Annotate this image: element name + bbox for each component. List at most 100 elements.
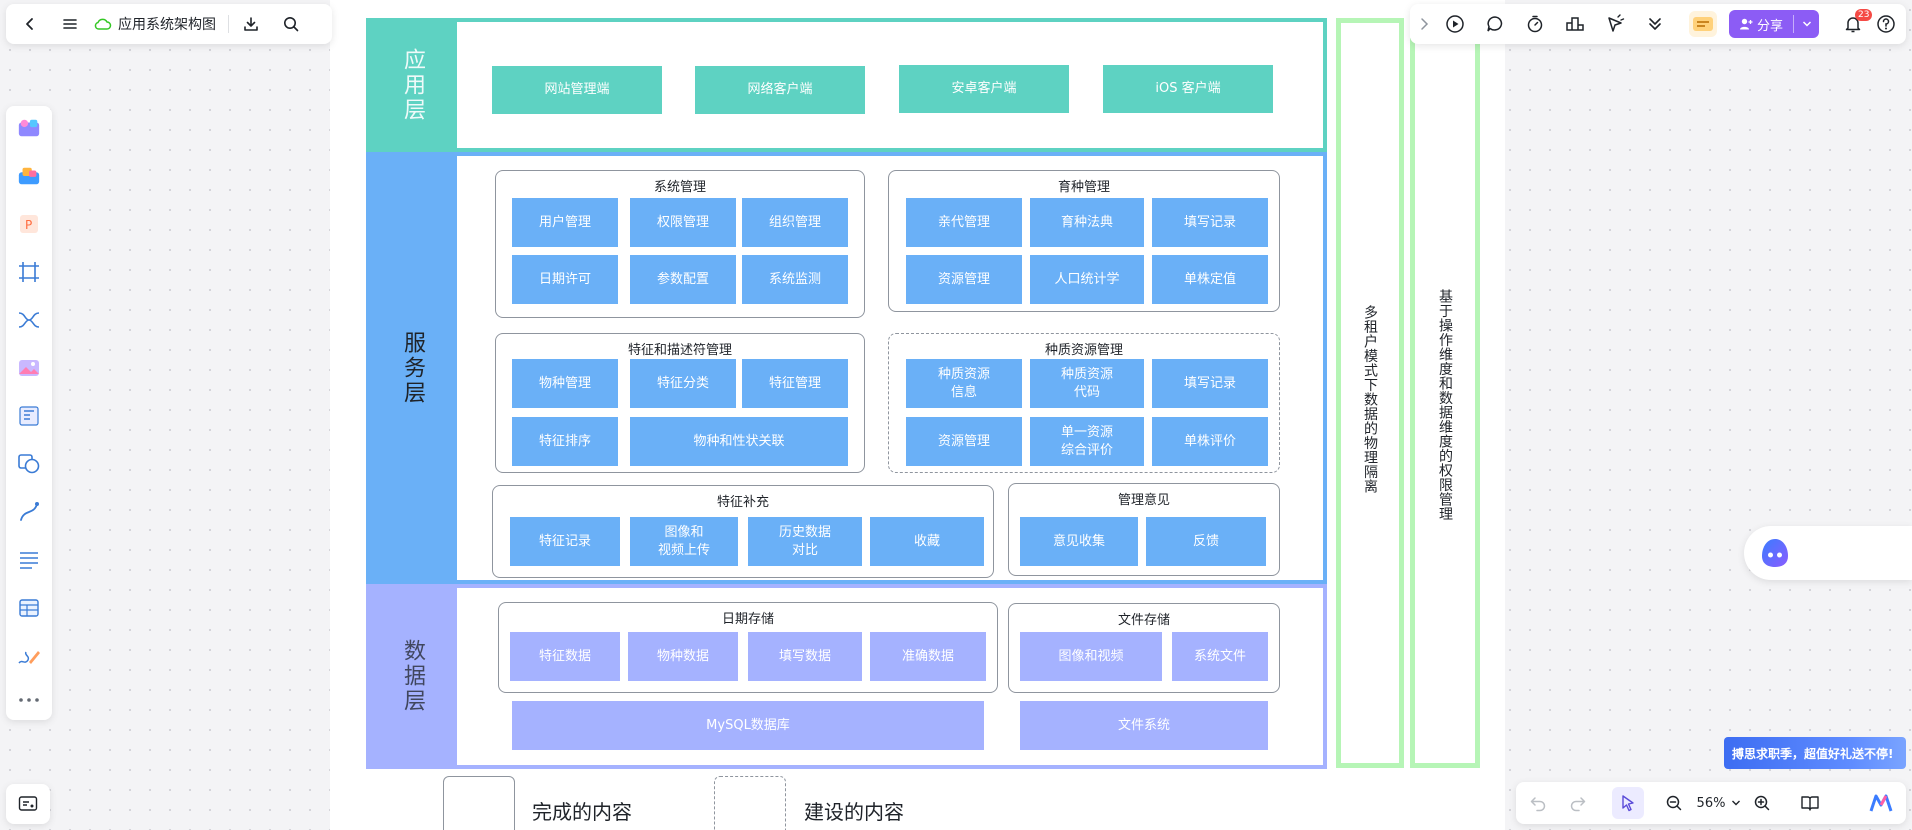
rail-document[interactable]	[17, 404, 41, 428]
svc-germplasm-info[interactable]: 种质资源 信息	[906, 359, 1022, 408]
svc-breeding-code[interactable]: 育种法典	[1030, 198, 1144, 247]
rail-pen[interactable]	[17, 644, 41, 668]
svc-trait-classification[interactable]: 特征分类	[630, 359, 736, 408]
svc-org-management[interactable]: 组织管理	[742, 198, 848, 247]
ai-assistant-float[interactable]	[1744, 526, 1912, 580]
svc-germplasm-fill-records[interactable]: 填写记录	[1152, 359, 1268, 408]
rail-templates[interactable]	[17, 116, 41, 140]
rail-sticky-note[interactable]: P	[17, 212, 41, 236]
present-button[interactable]	[1445, 14, 1465, 34]
svc-germplasm-resource-management[interactable]: 资源管理	[906, 417, 1022, 466]
help-button[interactable]	[1876, 14, 1896, 34]
svc-param-config[interactable]: 参数配置	[630, 255, 736, 304]
group-title-germplasm: 种质资源管理	[1044, 343, 1123, 358]
zoom-in-button[interactable]	[1750, 793, 1774, 813]
legend-swatch-building[interactable]	[714, 776, 786, 830]
search-icon	[284, 17, 299, 32]
svc-species-management[interactable]: 物种管理	[512, 359, 618, 408]
document-title-area[interactable]: 应用系统架构图	[94, 14, 216, 34]
svc-system-monitor[interactable]: 系统监测	[742, 255, 848, 304]
app-item-android-client[interactable]: 安卓客户端	[899, 65, 1069, 113]
svc-date-license[interactable]: 日期许可	[512, 255, 618, 304]
share-main-button[interactable]: 分享	[1729, 15, 1793, 34]
side-text-permission: 基于操作维度和数据维度的权限管理	[1437, 289, 1453, 521]
app-logo-button[interactable]	[1868, 793, 1894, 813]
zoom-out-button[interactable]	[1662, 793, 1686, 813]
search-button[interactable]	[275, 8, 307, 40]
promo-banner[interactable]: 搏思求职季，超值好礼送不停!	[1724, 737, 1906, 769]
svc-trait-management[interactable]: 特征管理	[742, 359, 848, 408]
dat-file-system[interactable]: 文件系统	[1020, 701, 1268, 750]
comment-button[interactable]	[1485, 14, 1505, 34]
reading-mode-button[interactable]	[1798, 793, 1822, 813]
select-tool-button[interactable]	[1612, 787, 1644, 819]
svc-permission-management[interactable]: 权限管理	[630, 198, 736, 247]
more-tools-button[interactable]	[1645, 14, 1665, 34]
dat-system-files[interactable]: 系统文件	[1172, 632, 1268, 681]
svc-feedback[interactable]: 反馈	[1146, 517, 1266, 566]
svc-history-comparison[interactable]: 历史数据 对比	[748, 517, 862, 566]
app-item-web-client[interactable]: 网络客户端	[695, 66, 865, 114]
dat-species-data[interactable]: 物种数据	[628, 632, 738, 681]
share-dropdown-button[interactable]	[1794, 20, 1819, 28]
side-column-tenant-isolation[interactable]: 多租户模式下数据的物理隔离	[1336, 18, 1404, 768]
download-button[interactable]	[235, 8, 267, 40]
svc-parent-management[interactable]: 亲代管理	[906, 198, 1022, 247]
template-card-icon	[1693, 17, 1713, 31]
collapse-toolbar-button[interactable]	[1414, 14, 1434, 34]
app-logo-icon	[1869, 794, 1893, 812]
laser-pointer-button[interactable]	[1605, 14, 1625, 34]
share-button[interactable]: 分享	[1729, 10, 1819, 38]
rail-mindmap[interactable]	[17, 308, 41, 332]
document-title[interactable]: 应用系统架构图	[118, 17, 216, 33]
text-block-icon	[20, 552, 38, 569]
rail-more[interactable]	[17, 688, 41, 712]
minimap-toggle-button[interactable]	[6, 784, 50, 824]
dat-trait-data[interactable]: 特征数据	[510, 632, 620, 681]
svc-trait-sorting[interactable]: 特征排序	[512, 417, 618, 466]
template-center-button[interactable]	[1689, 11, 1717, 37]
rail-table[interactable]	[17, 596, 41, 620]
svc-single-plant-value[interactable]: 单株定值	[1152, 255, 1268, 304]
layer-band-app[interactable]: 应用层	[366, 18, 458, 152]
rail-shapes-library[interactable]	[17, 164, 41, 188]
dat-accurate-data[interactable]: 准确数据	[870, 632, 986, 681]
svc-opinion-collection[interactable]: 意见收集	[1020, 517, 1138, 566]
undo-button[interactable]	[1526, 793, 1550, 813]
rail-text[interactable]	[17, 548, 41, 572]
svc-favorites[interactable]: 收藏	[870, 517, 984, 566]
app-item-web-admin[interactable]: 网站管理端	[492, 66, 662, 114]
vote-button[interactable]	[1565, 14, 1585, 34]
dat-fill-data[interactable]: 填写数据	[748, 632, 862, 681]
app-item-ios-client[interactable]: iOS 客户端	[1103, 65, 1273, 113]
dat-images-videos[interactable]: 图像和视频	[1020, 632, 1162, 681]
rail-image[interactable]	[17, 356, 41, 380]
svc-demographics[interactable]: 人口统计学	[1030, 255, 1144, 304]
svc-germplasm-code[interactable]: 种质资源 代码	[1030, 359, 1144, 408]
legend-swatch-done[interactable]	[443, 776, 515, 830]
dat-mysql-database[interactable]: MySQL数据库	[512, 701, 984, 750]
layer-band-service[interactable]: 服务层	[366, 152, 458, 584]
frame-icon	[19, 262, 39, 282]
zoom-level-select[interactable]: 56%	[1694, 793, 1744, 813]
svc-species-trait-link[interactable]: 物种和性状关联	[630, 417, 848, 466]
svc-user-management[interactable]: 用户管理	[512, 198, 618, 247]
stopwatch-icon	[1527, 15, 1543, 33]
svc-trait-records[interactable]: 特征记录	[510, 517, 620, 566]
svc-single-resource-evaluation[interactable]: 单一资源 综合评价	[1030, 417, 1144, 466]
layer-band-data[interactable]: 数据层	[366, 584, 458, 769]
rail-frame[interactable]	[17, 260, 41, 284]
redo-button[interactable]	[1566, 793, 1590, 813]
svc-single-plant-evaluation[interactable]: 单株评价	[1152, 417, 1268, 466]
shape-icon	[18, 454, 40, 474]
rail-shape[interactable]	[17, 452, 41, 476]
svc-image-video-upload[interactable]: 图像和 视频上传	[630, 517, 738, 566]
whiteboard-canvas[interactable]: 应用层 网站管理端 网络客户端 安卓客户端 iOS 客户端 服务层 系统管理 用…	[330, 0, 1505, 830]
rail-connector[interactable]	[17, 500, 41, 524]
svc-fill-records[interactable]: 填写记录	[1152, 198, 1268, 247]
side-column-permission[interactable]: 基于操作维度和数据维度的权限管理	[1410, 38, 1480, 768]
menu-button[interactable]	[54, 8, 86, 40]
svc-resource-management[interactable]: 资源管理	[906, 255, 1022, 304]
back-button[interactable]	[14, 8, 46, 40]
timer-button[interactable]	[1525, 14, 1545, 34]
